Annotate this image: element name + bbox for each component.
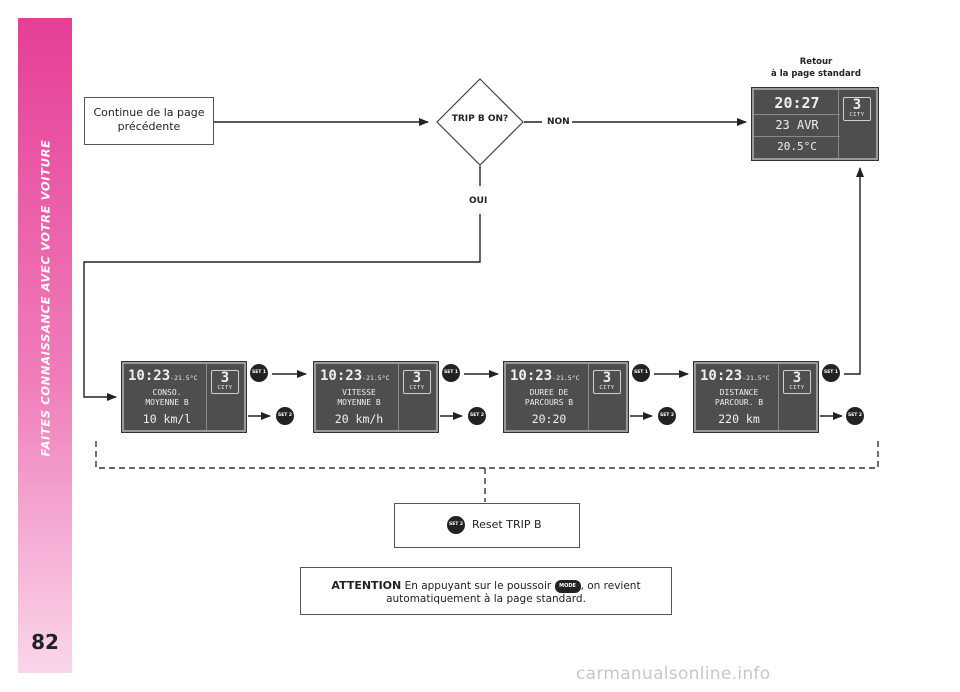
reset-label: Reset TRIP B	[472, 518, 542, 531]
gear-indicator: 3 CITY	[403, 370, 431, 394]
set2-button[interactable]: SET 2	[658, 407, 676, 425]
set2-button[interactable]: SET 2	[276, 407, 294, 425]
set1-button[interactable]: SET 1	[822, 364, 840, 382]
attention-title: ATTENTION	[331, 579, 402, 592]
trip-value: 10 km/l	[142, 412, 192, 426]
non-label: NON	[547, 117, 570, 127]
page-number: 82	[31, 630, 59, 654]
set1-button[interactable]: SET 1	[632, 364, 650, 382]
dashed-group-line	[95, 441, 879, 469]
standard-display: 20:27 23 AVR 20.5°C 3 CITY	[752, 88, 878, 160]
trip-screen-consumption: 10:23-21.5°C CONSO.MOYENNE B 10 km/l 3 C…	[122, 362, 246, 432]
set2-button[interactable]: SET 2	[468, 407, 486, 425]
arrow-oui-to-first-screen	[83, 214, 481, 401]
gear-indicator: 3 CITY	[211, 370, 239, 394]
set1-button[interactable]: SET 1	[250, 364, 268, 382]
set1-button[interactable]: SET 1	[442, 364, 460, 382]
return-label: Retour à la page standard	[771, 57, 861, 79]
trip-value: 20:20	[531, 412, 567, 426]
set2-button[interactable]: SET 2	[447, 516, 465, 534]
display-time: 20:27	[774, 94, 820, 112]
gear-indicator: 3 CITY	[843, 97, 871, 121]
attention-box: ATTENTION En appuyant sur le poussoir MO…	[300, 567, 672, 615]
sidebar-band: FAITES CONNAISSANCE AVEC VOTRE VOITURE 8…	[18, 18, 72, 673]
watermark: carmanualsonline.info	[576, 664, 771, 684]
trip-value: 20 km/h	[334, 412, 384, 426]
start-box: Continue de la page précédente	[84, 97, 214, 145]
trip-value: 220 km	[718, 412, 760, 426]
decision-label: TRIP B ON?	[451, 114, 509, 124]
arrow-return-to-standard	[844, 167, 864, 375]
mode-button-icon: MODE	[554, 579, 581, 593]
set2-button[interactable]: SET 2	[846, 407, 864, 425]
decision-diamond	[436, 78, 524, 166]
gear-indicator: 3 CITY	[783, 370, 811, 394]
display-temperature: 20.5°C	[777, 140, 817, 153]
oui-label: OUI	[469, 196, 488, 206]
gear-indicator: 3 CITY	[593, 370, 621, 394]
reset-box	[394, 503, 580, 548]
display-date: 23 AVR	[775, 118, 819, 132]
